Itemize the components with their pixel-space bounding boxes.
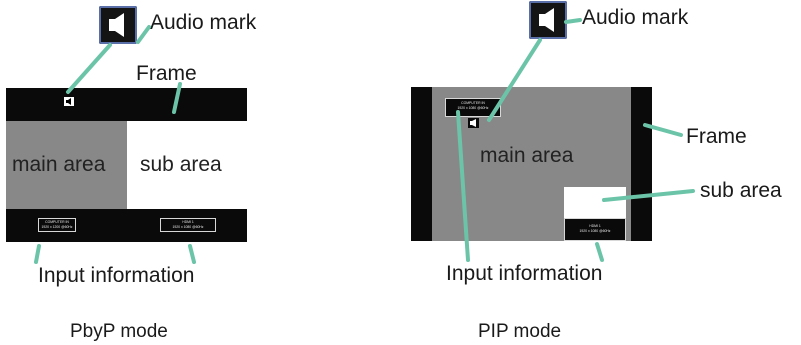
pbyp-input-right-line1: HDMI 1 (182, 220, 194, 224)
pip-input-main-line1: COMPUTER IN (461, 101, 485, 105)
pbyp-input-right-callout (188, 244, 196, 264)
pip-frame-label: Frame (686, 125, 747, 148)
pip-main-area-label: main area (480, 144, 574, 167)
pip-input-info-label: Input information (446, 262, 603, 285)
pbyp-input-info-left: COMPUTER IN 1920 x 1200 @60Hz (38, 218, 76, 232)
pbyp-input-info-label: Input information (38, 264, 195, 287)
pbyp-screen: main area sub area COMPUTER IN 1920 x 12… (6, 88, 247, 242)
pbyp-sub-area-label: sub area (140, 153, 222, 176)
pbyp-audio-callout-lower (66, 43, 112, 94)
pip-input-info-main: COMPUTER IN 1920 x 1080 @60Hz (445, 98, 501, 117)
pbyp-mode-label: PbyP mode (70, 321, 168, 342)
pip-mode-label: PIP mode (478, 321, 562, 342)
pbyp-input-left-callout (34, 244, 41, 264)
pbyp-main-area-label: main area (12, 153, 106, 176)
pip-sub-area-label: sub area (700, 179, 782, 202)
pbyp-audio-mark-label: Audio mark (150, 11, 257, 34)
pip-input-main-callout (456, 110, 470, 262)
pbyp-input-left-line2: 1920 x 1200 @60Hz (41, 225, 73, 229)
pip-input-sub-line2: 1920 x 1080 @60Hz (579, 229, 611, 233)
pbyp-audio-mark-icon (99, 6, 137, 44)
speaker-icon (109, 13, 124, 37)
pip-input-sub-line1: HDMI 1 (589, 224, 601, 228)
pip-input-main-line2: 1920 x 1080 @60Hz (457, 106, 489, 110)
pbyp-small-speaker-icon (64, 97, 74, 106)
pip-input-sub-callout (595, 242, 604, 262)
pip-sub-area: HDMI 1 1920 x 1080 @60Hz (564, 187, 626, 241)
pbyp-frame-callout (172, 82, 182, 114)
pbyp-frame-label: Frame (136, 62, 197, 85)
pip-audio-callout-lower (487, 38, 542, 122)
pbyp-audio-callout (136, 25, 151, 44)
pip-audio-mark-icon (529, 1, 567, 39)
pip-audio-mark-label: Audio mark (582, 6, 689, 29)
pip-sub-callout (602, 189, 695, 202)
pip-audio-callout (564, 18, 582, 24)
pbyp-input-right-line2: 1920 x 1080 @60Hz (172, 225, 204, 229)
speaker-icon (539, 8, 554, 32)
pip-input-info-sub: HDMI 1 1920 x 1080 @60Hz (564, 218, 626, 241)
pbyp-input-info-right: HDMI 1 1920 x 1080 @60Hz (160, 218, 216, 232)
pbyp-main-area (6, 121, 127, 209)
pbyp-input-left-line1: COMPUTER IN (45, 220, 69, 224)
pip-frame-callout (643, 123, 683, 137)
pip-small-speaker-icon (468, 118, 479, 128)
pbyp-sub-area (127, 121, 247, 209)
